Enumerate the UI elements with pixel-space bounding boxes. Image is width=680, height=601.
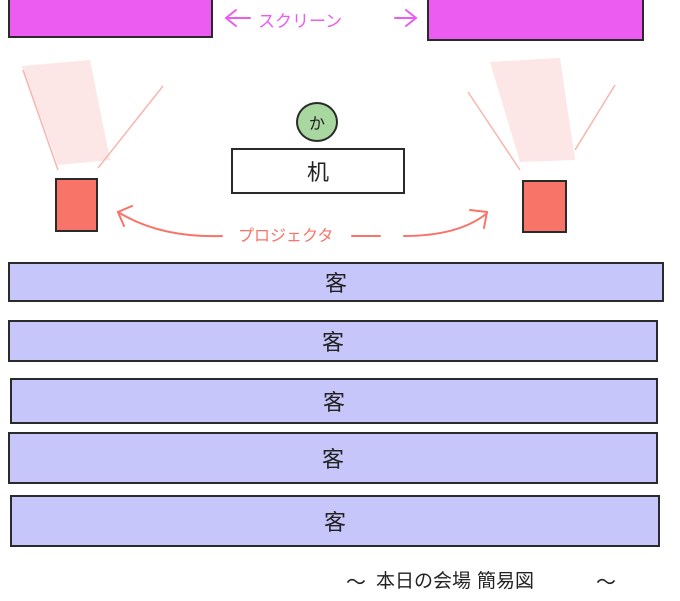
projector-arrow: [116, 205, 489, 238]
projector-label: プロジェクタ: [238, 226, 334, 245]
speaker-label: か: [308, 114, 325, 133]
seat-row-4: 客: [8, 432, 658, 484]
seat-row-5: 客: [10, 495, 660, 547]
tilde-right: 〜: [596, 570, 616, 594]
screen-arrow: [224, 9, 418, 27]
projector-beam-left: [22, 60, 164, 171]
screen-left: [8, 0, 213, 38]
seat-label: 客: [321, 448, 344, 473]
desk: 机: [231, 148, 405, 194]
seat-row-3: 客: [10, 378, 658, 424]
speaker-circle: か: [296, 102, 338, 142]
seat-label: 客: [322, 391, 345, 416]
screen-right: [427, 0, 644, 41]
projector-left: [55, 178, 98, 232]
seat-row-2: 客: [8, 320, 658, 362]
seat-label: 客: [324, 272, 347, 297]
projector-beam-right: [467, 58, 616, 171]
projector-right: [522, 180, 567, 233]
seat-label: 客: [321, 331, 344, 356]
desk-label: 机: [306, 161, 329, 186]
tilde-left: 〜: [346, 570, 366, 594]
seat-label: 客: [323, 511, 346, 536]
footer-title: 本日の会場 簡易図: [376, 570, 535, 592]
seat-row-1: 客: [8, 262, 664, 302]
screen-label: スクリーン: [258, 12, 343, 32]
